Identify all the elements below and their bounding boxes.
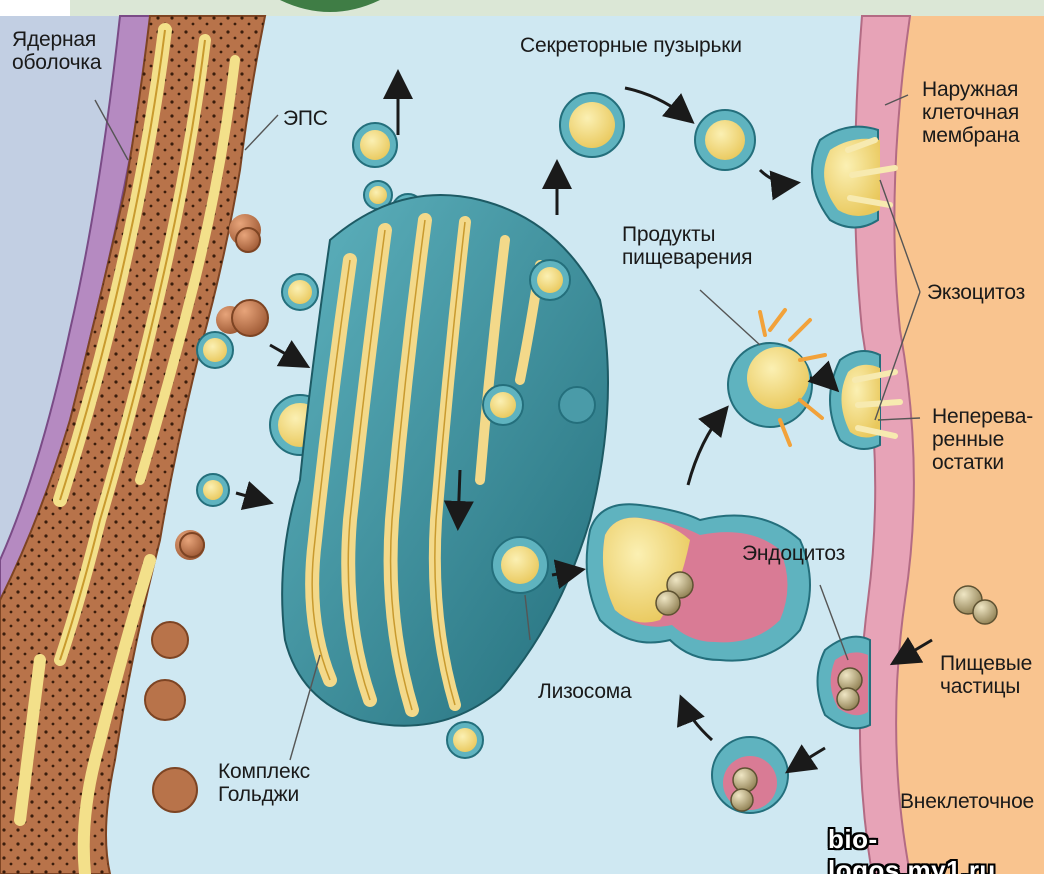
lysosome-label: Лизосома <box>538 680 632 703</box>
food-particles-label: Пищевые частицы <box>940 652 1032 698</box>
outer-membrane-label: Наружная клеточная мембрана <box>922 78 1019 147</box>
endocytosis-label: Эндоцитоз <box>742 542 845 565</box>
watermark-text: bio-logos.my1.ru <box>828 824 1044 874</box>
digestion-products-label: Продукты пищеварения <box>622 223 752 269</box>
er-label: ЭПС <box>283 107 328 130</box>
secretory-vesicles-label: Секреторные пузырьки <box>520 34 742 57</box>
top-strip <box>70 0 1044 16</box>
primary-lysosome <box>492 537 548 593</box>
extracellular-label: Внеклеточное <box>900 790 1034 813</box>
undigested-remains-label: Неперева- ренные остатки <box>932 405 1033 474</box>
golgi-complex-label: Комплекс Гольджи <box>218 760 310 806</box>
exocytosis-label: Экзоцитоз <box>927 281 1025 304</box>
nuclear-envelope-label: Ядерная оболочка <box>12 28 101 74</box>
